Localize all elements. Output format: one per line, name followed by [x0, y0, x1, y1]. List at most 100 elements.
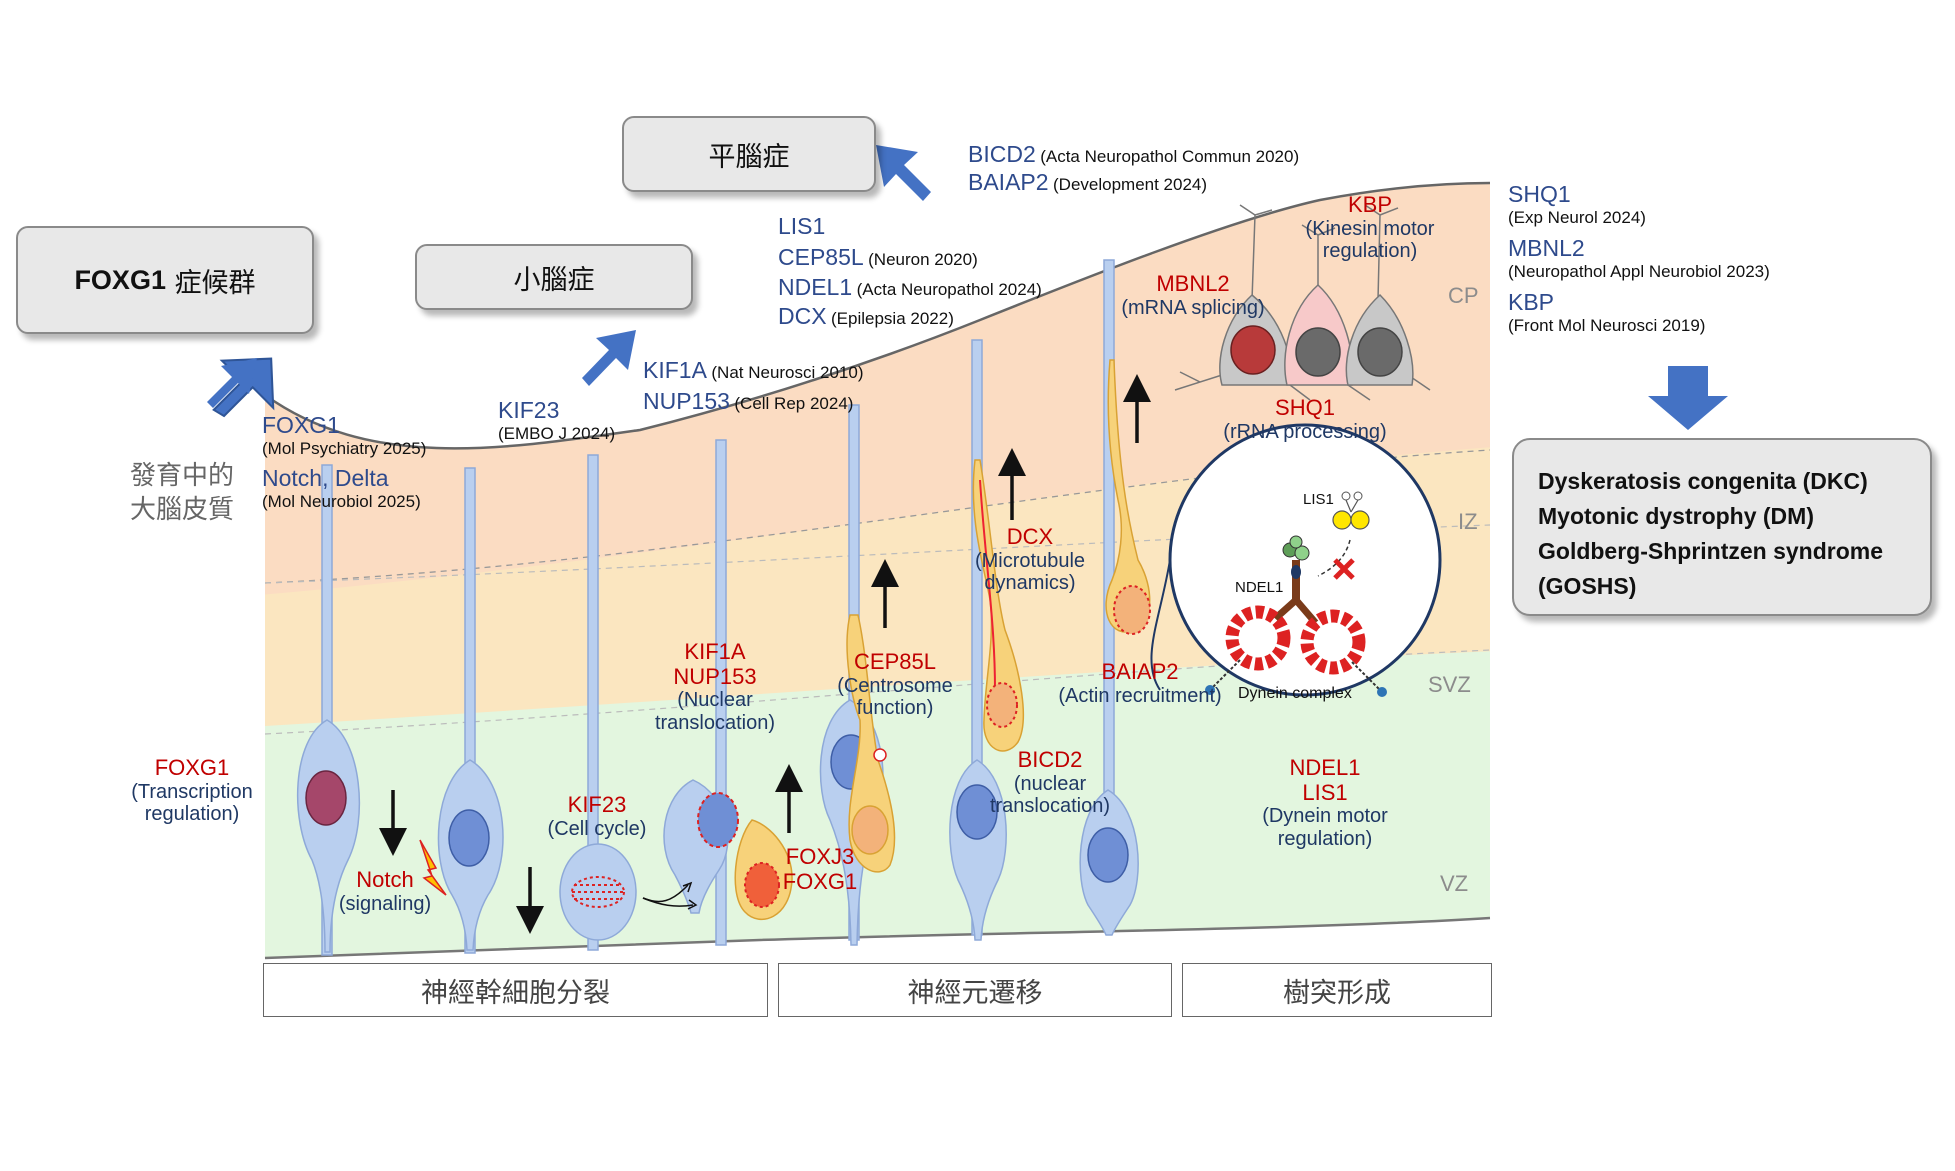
- inset-ndel1-label: NDEL1: [1235, 579, 1284, 596]
- ref-notch-delta: Notch, Delta (Mol Neurobiol 2025): [262, 465, 421, 511]
- ref-kif23-gene: KIF23: [498, 397, 560, 423]
- disease-dkc: Dyskeratosis congenita (DKC): [1538, 468, 1868, 494]
- mech-kbp-l1: (Kinesin motor: [1305, 217, 1435, 240]
- ref-foxg1-gene: FOXG1: [262, 412, 340, 438]
- ref-kif23: KIF23 (EMBO J 2024): [498, 397, 616, 443]
- foxg1-syndrome-box: FOXG1 症候群: [16, 226, 314, 334]
- mech-cep85l-l2: function): [856, 697, 934, 720]
- mech-dcx: DCX (Microtubule dynamics): [960, 524, 1100, 595]
- zone-vz: VZ: [1440, 871, 1469, 896]
- mech-shq1: SHQ1 (rRNA processing): [1215, 395, 1395, 443]
- mech-kif1a-l1: (Nuclear: [677, 689, 753, 712]
- foxg1-syndrome-gene: FOXG1: [74, 264, 166, 295]
- ref-shq1-gene: SHQ1: [1508, 181, 1571, 207]
- lissencephaly-label: 平腦症: [708, 141, 790, 173]
- disease-dm: Myotonic dystrophy (DM): [1538, 503, 1814, 529]
- lissencephaly-box: 平腦症: [622, 116, 876, 192]
- mech-foxg1-l1: (Transcription: [131, 780, 253, 803]
- mitotic-spindle: [571, 876, 625, 908]
- inset-dynein-label: Dynein complex: [1238, 685, 1352, 702]
- cortex-label: 發育中的 大腦皮質: [130, 460, 234, 528]
- ref-ndel1: NDEL1 (Acta Neuropathol 2024): [778, 274, 1042, 301]
- ref-cep85l-cite: (Neuron 2020): [868, 250, 978, 269]
- mech-ndel1-gene2: LIS1: [1302, 779, 1348, 805]
- neuron-nucleus: [851, 805, 889, 855]
- ref-mbnl2-cite: (Neuropathol Appl Neurobiol 2023): [1508, 261, 1770, 281]
- mech-notch-l1: (signaling): [338, 892, 432, 915]
- ventricular-surface: [264, 916, 1491, 960]
- migrating-neurons: [734, 359, 1151, 921]
- zone-iz: IZ: [1458, 509, 1478, 534]
- migration-arrows: [379, 374, 1151, 934]
- division-arrow-right: [642, 897, 694, 907]
- mech-kif23: KIF23 (Cell cycle): [532, 792, 662, 840]
- boundary-iz-svz: [264, 524, 1491, 584]
- neuron-nucleus: [1357, 327, 1403, 377]
- migrating-neuron: [846, 614, 896, 873]
- mech-kbp-l2: regulation): [1322, 240, 1418, 263]
- process-dendrite-formation-label: 樹突形成: [1283, 977, 1391, 1009]
- neuron-nucleus-red: [1230, 325, 1276, 375]
- cp-neurons: [1174, 204, 1431, 401]
- arrow-to-diseases: [1648, 366, 1728, 430]
- mech-bicd2-l2: translocation): [989, 795, 1111, 818]
- mech-bicd2: BICD2 (nuclear translocation): [975, 747, 1125, 818]
- nucleus-translocating: [697, 792, 739, 848]
- process-neuron-migration: 神經元遷移: [778, 963, 1172, 1017]
- mech-shq1-l1: (rRNA processing): [1223, 420, 1387, 443]
- migrating-neuron-baiap2: [1105, 359, 1151, 633]
- mech-foxj3-gene1: FOXJ3: [785, 844, 855, 869]
- ref-baiap2: BAIAP2 (Development 2024): [968, 169, 1207, 196]
- ref-foxg1: FOXG1 (Mol Psychiatry 2025): [262, 412, 426, 458]
- arrow-to-foxg1-syndrome: [207, 358, 257, 408]
- ref-lis1-gene: LIS1: [778, 213, 826, 239]
- mech-foxj3-gene2: FOXG1: [782, 868, 858, 894]
- radial-fiber: [715, 439, 727, 946]
- mech-foxg1-l2: regulation): [144, 803, 240, 826]
- ref-kbp-cite: (Front Mol Neurosci 2019): [1508, 315, 1706, 335]
- mech-mbnl2-gene: MBNL2: [1156, 271, 1230, 296]
- cortex-label-line1: 發育中的: [130, 461, 235, 491]
- ref-dcx-gene: DCX: [778, 303, 827, 329]
- mech-baiap2: BAIAP2 (Actin recruitment): [1050, 659, 1230, 707]
- mech-cep85l-l1: (Centrosome: [837, 674, 953, 697]
- ref-notch-delta-gene: Notch, Delta: [262, 465, 389, 491]
- mech-mbnl2: MBNL2 (mRNA splicing): [1108, 271, 1278, 319]
- mech-kif23-l1: (Cell cycle): [547, 817, 647, 840]
- neuron-nucleus: [1295, 327, 1341, 377]
- mech-ndel1-l2: regulation): [1277, 827, 1373, 850]
- process-dendrite-formation: 樹突形成: [1182, 963, 1492, 1017]
- ref-ndel1-cite: (Acta Neuropathol 2024): [856, 280, 1042, 299]
- arrow-to-lissencephaly: [876, 145, 931, 201]
- mech-baiap2-gene: BAIAP2: [1101, 659, 1179, 684]
- radial-fiber: [587, 454, 599, 951]
- ref-bicd2-cite: (Acta Neuropathol Commun 2020): [1040, 147, 1300, 166]
- mech-kif1a-gene2: NUP153: [673, 663, 757, 689]
- inset-pointer: [1150, 559, 1171, 691]
- mech-kif1a-l2: translocation): [654, 711, 776, 734]
- ref-nup153: NUP153 (Cell Rep 2024): [643, 388, 853, 415]
- mech-dcx-gene: DCX: [1006, 524, 1054, 549]
- microcephaly-label: 小腦症: [513, 264, 595, 296]
- nucleus: [1087, 827, 1129, 883]
- mech-ndel1-gene1: NDEL1: [1289, 755, 1361, 780]
- radial-fiber: [321, 464, 333, 956]
- dynein-inset: [1150, 423, 1442, 697]
- ref-nup153-gene: NUP153: [643, 388, 730, 414]
- ref-cep85l-gene: CEP85L: [778, 244, 864, 270]
- ref-kbp: KBP (Front Mol Neurosci 2019): [1508, 289, 1706, 335]
- ref-dcx-cite: (Epilepsia 2022): [831, 309, 954, 328]
- neuron-nucleus: [1113, 585, 1151, 635]
- ref-shq1: SHQ1 (Exp Neurol 2024): [1508, 181, 1646, 227]
- mech-dcx-l2: dynamics): [984, 572, 1076, 595]
- foxg1-syndrome-label: 症候群: [174, 267, 256, 299]
- cortex-label-line2: 大腦皮質: [130, 494, 235, 525]
- mech-cep85l: CEP85L (Centrosome function): [825, 649, 965, 720]
- ref-kif23-cite: (EMBO J 2024): [498, 423, 616, 443]
- ref-cep85l: CEP85L (Neuron 2020): [778, 244, 978, 271]
- ref-notch-delta-cite: (Mol Neurobiol 2025): [262, 491, 421, 511]
- ref-bicd2: BICD2 (Acta Neuropathol Commun 2020): [968, 141, 1300, 168]
- inset-circle: [1168, 423, 1442, 697]
